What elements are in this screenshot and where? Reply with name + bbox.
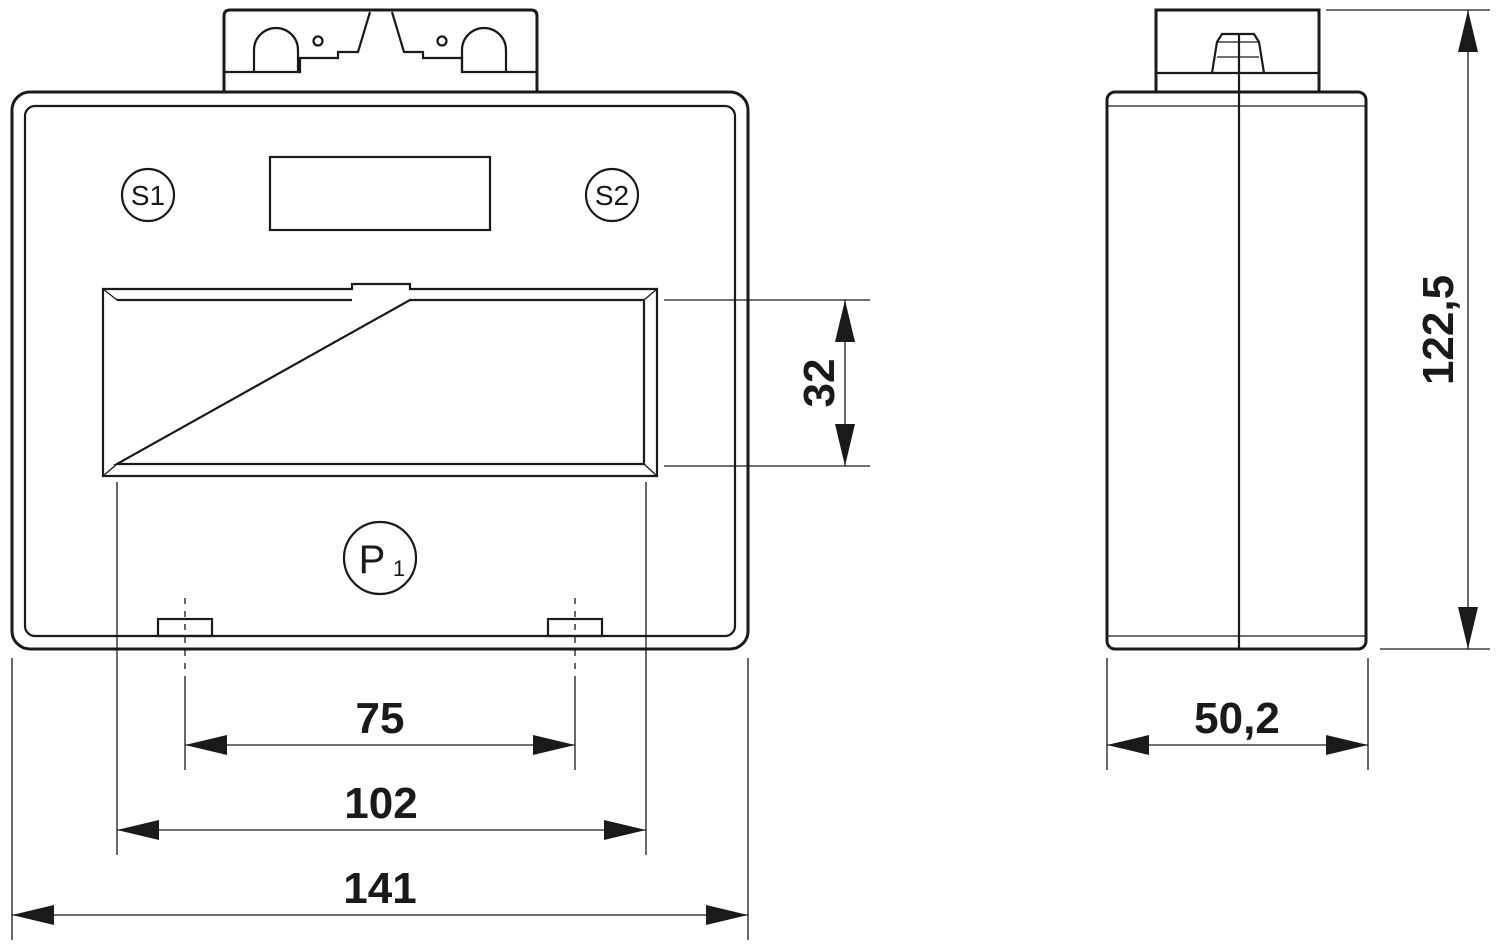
dim-overall-width-label: 141 <box>343 864 416 913</box>
label-plate <box>268 155 492 232</box>
mount-foot-right <box>546 617 604 638</box>
dim-window-height: 32 <box>795 300 855 466</box>
dim-overall-height-label: 122,5 <box>1414 275 1463 385</box>
front-view: S1 S2 P 1 <box>10 8 870 940</box>
terminal-p1-sub: 1 <box>393 556 405 581</box>
terminal-s2: S2 <box>584 167 640 223</box>
conductor-window <box>101 282 659 478</box>
dim-mount-spacing-label: 75 <box>356 694 405 743</box>
terminal-p1-label: P <box>359 538 386 582</box>
dim-window-width: 102 <box>117 779 646 840</box>
dim-depth: 50,2 <box>1107 694 1368 755</box>
dim-window-height-label: 32 <box>795 359 844 408</box>
dim-mount-spacing: 75 <box>185 694 575 755</box>
terminal-s1: S1 <box>120 167 176 223</box>
terminal-p1: P 1 <box>342 520 418 596</box>
mount-foot-left <box>156 617 214 638</box>
terminal-s1-label: S1 <box>131 180 165 211</box>
terminal-block <box>222 8 539 92</box>
terminal-s2-label: S2 <box>595 180 629 211</box>
dim-overall-height: 122,5 <box>1414 10 1478 649</box>
dim-window-width-label: 102 <box>344 779 417 828</box>
housing-outline <box>10 90 750 651</box>
side-view <box>1105 8 1490 770</box>
side-housing <box>1105 90 1368 651</box>
dim-depth-label: 50,2 <box>1194 694 1280 743</box>
dim-overall-width: 141 <box>12 864 748 925</box>
housing-inner <box>23 104 737 638</box>
